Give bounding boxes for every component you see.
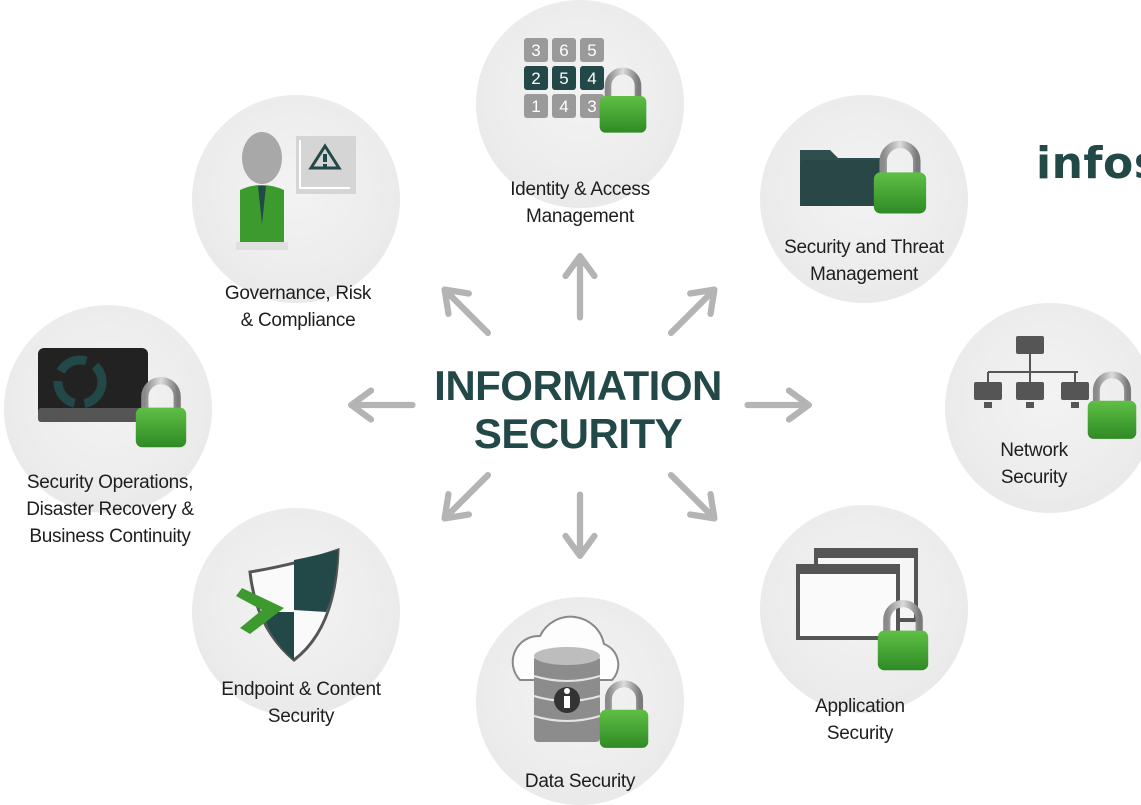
shield-icon: [236, 547, 340, 662]
network-security-label: Network Security: [1000, 440, 1068, 488]
arrow-down-right: [661, 465, 725, 529]
arrow-up: [566, 256, 595, 317]
center-title-line1: INFORMATION: [434, 362, 722, 409]
arrow-left: [351, 391, 412, 420]
folder-icon: [800, 150, 886, 206]
keypad-key: [580, 38, 604, 62]
keypad-digit: 4: [559, 97, 568, 116]
keypad-digit: 5: [559, 69, 568, 88]
keypad-key: [524, 66, 548, 90]
endpoint-content-label: Endpoint & Content Security: [221, 679, 381, 727]
keypad-key: [524, 38, 548, 62]
browser-window-icon: [796, 548, 918, 640]
monitor-icons: [974, 336, 1089, 408]
arrow-down-left: [434, 465, 498, 529]
keypad-key: [552, 94, 576, 118]
recovery-device-icon: [38, 348, 148, 422]
keypad-digit: 4: [587, 69, 596, 88]
cloud-database-icon: [511, 615, 620, 742]
arrow-right: [748, 391, 809, 420]
keypad-key: [552, 66, 576, 90]
application-security-label: Application Security: [815, 696, 905, 744]
lock-icon: [1088, 375, 1137, 439]
governance-risk-label: Governance, Risk & Compliance: [224, 283, 372, 331]
governance-risk-node: [192, 95, 400, 303]
arrow-up-left: [434, 279, 498, 343]
keypad-digit: 6: [559, 41, 568, 60]
center-title: INFORMATION SECURITY: [434, 362, 722, 458]
keypad-digit: 5: [587, 41, 596, 60]
data-security-label: Data Security: [524, 771, 636, 792]
lock-icon: [874, 144, 926, 213]
brand-text: infos: [1036, 138, 1141, 189]
keypad-key: [524, 94, 548, 118]
keypad-digit: 2: [531, 69, 540, 88]
lock-icon: [136, 381, 186, 448]
identity-access-label: Identity & Access Management: [510, 179, 650, 227]
security-operations-label: Security Operations, Disaster Recovery &…: [26, 472, 194, 547]
keypad-key: [552, 38, 576, 62]
keypad-digit: 3: [587, 97, 596, 116]
threat-management-label: Security and Threat Management: [784, 237, 944, 285]
arrow-down: [566, 495, 595, 556]
keypad-digit: 1: [531, 97, 540, 116]
person-presentation-icon: [236, 132, 356, 250]
network-icon: [987, 352, 1078, 382]
keypad-key: [580, 66, 604, 90]
lock-icon: [600, 71, 647, 133]
keypad-key: [580, 94, 604, 118]
arrow-up-right: [661, 279, 725, 343]
keypad-digit: 3: [531, 41, 540, 60]
center-title-line2: SECURITY: [473, 410, 683, 457]
lock-icon: [600, 684, 649, 748]
